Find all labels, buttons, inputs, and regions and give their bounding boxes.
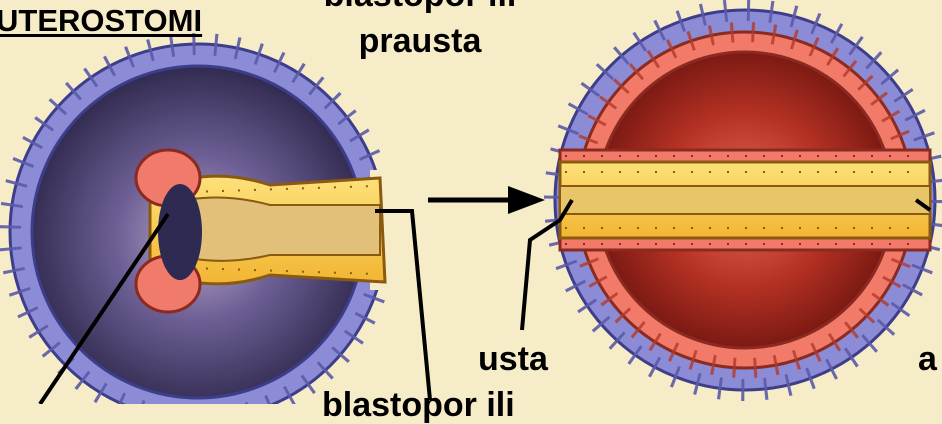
left-embryo — [10, 44, 410, 404]
diagram-graphics — [0, 0, 942, 404]
right-gut — [560, 186, 930, 214]
anus-label: a — [918, 342, 937, 376]
mouth-label: usta — [478, 342, 548, 376]
blastopore-label-top-line1: blastopor ili — [310, 0, 530, 12]
arrow — [428, 186, 545, 214]
title-label: UTEROSTOMI — [0, 5, 202, 36]
blastopore-label-top-line2: prausta — [310, 24, 530, 58]
right-embryo — [555, 10, 935, 390]
embryo-diagram: UTEROSTOMI blastopor ili prausta usta a … — [0, 0, 942, 404]
blastopore-label-bottom: blastopor ili — [322, 388, 515, 422]
